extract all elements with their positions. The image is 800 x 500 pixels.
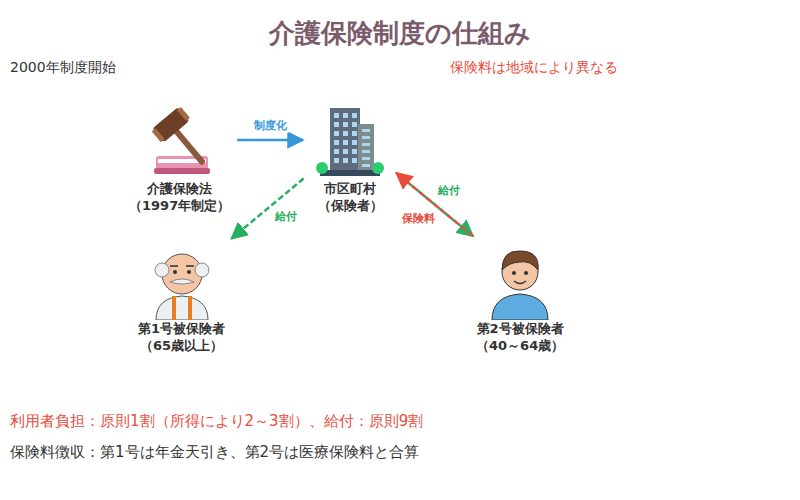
actor-node: 第2号被保険者（40～64歳） bbox=[472, 238, 568, 356]
node-heading: 市区町村 bbox=[324, 180, 376, 197]
edge-label: 給付 bbox=[273, 210, 299, 224]
note-text: 保険料は地域により異なる bbox=[450, 59, 618, 77]
actor-illustration bbox=[140, 100, 220, 180]
node-subtext: （65歳以上） bbox=[140, 337, 223, 354]
actor-node: 市区町村（保険者） bbox=[306, 98, 394, 216]
actor-node: 介護保険法（1997年制定） bbox=[125, 98, 234, 216]
flow-arrow bbox=[237, 139, 303, 142]
note-text: 2000年制度開始 bbox=[10, 59, 116, 77]
flow-arrow bbox=[231, 179, 303, 239]
edge-label: 給付 bbox=[436, 184, 462, 198]
actor-node: 第1号被保険者（65歳以上） bbox=[134, 238, 229, 356]
node-subtext: （保険者） bbox=[318, 197, 383, 214]
actor-illustration bbox=[142, 240, 222, 320]
actor-illustration bbox=[480, 240, 560, 320]
node-subtext: （40～64歳） bbox=[476, 337, 564, 354]
note-text: 保険料徴収：第1号は年金天引き、第2号は医療保険料と合算 bbox=[10, 443, 419, 462]
node-heading: 第2号被保険者 bbox=[477, 320, 564, 337]
node-heading: 第1号被保険者 bbox=[138, 320, 225, 337]
diagram-title: 介護保険制度の仕組み bbox=[269, 16, 531, 51]
edge-label: 制度化 bbox=[252, 119, 289, 133]
actor-illustration bbox=[310, 100, 390, 180]
flow-arrow bbox=[396, 173, 473, 236]
note-text: 利用者負担：原則1割（所得により2～3割）、給付：原則9割 bbox=[10, 412, 423, 431]
edge-label: 保険料 bbox=[400, 212, 437, 226]
flow-arrow bbox=[396, 173, 473, 236]
node-subtext: （1997年制定） bbox=[129, 197, 230, 214]
node-heading: 介護保険法 bbox=[147, 180, 212, 197]
